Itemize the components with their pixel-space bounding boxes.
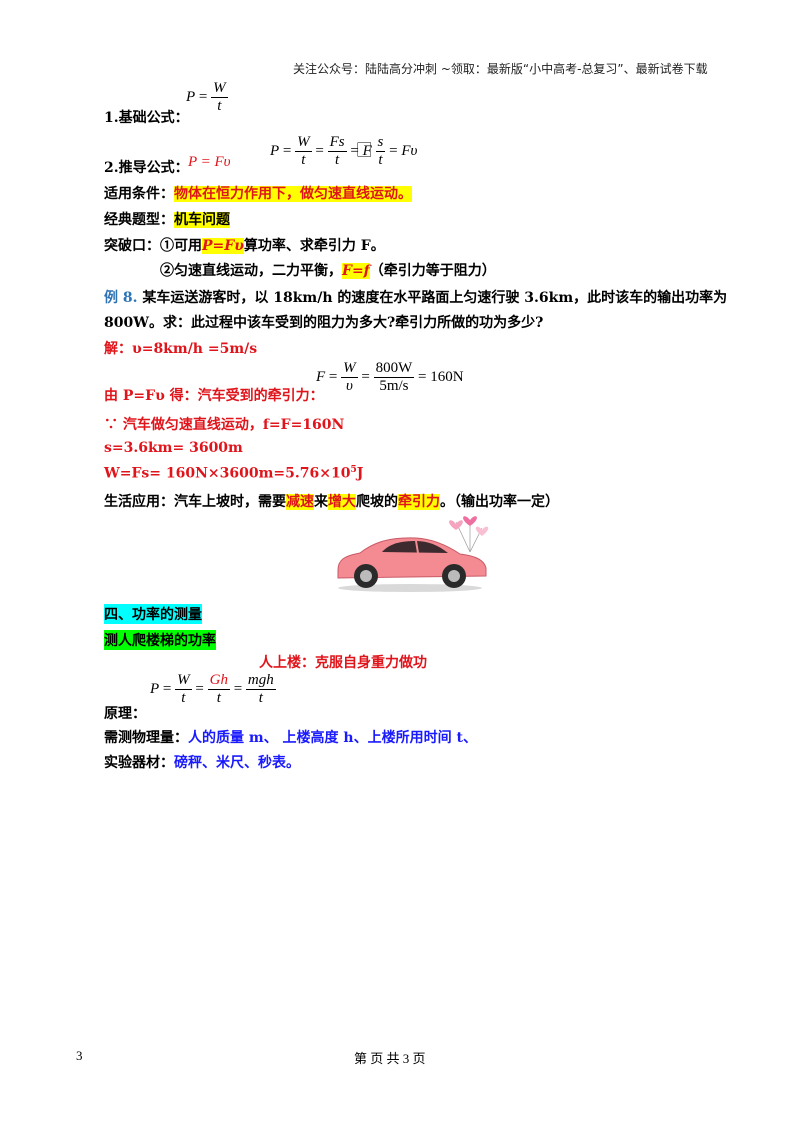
breakthrough-line-2: ②匀速直线运动，二力平衡，F=f（牵引力等于阻力） <box>160 263 496 279</box>
example-line-2: 800W。求：此过程中该车受到的阻力为多大?牵引力所做的功为多少? <box>104 315 544 331</box>
page-count: 第 页 共 3 页 <box>354 1051 426 1066</box>
example-line-1: 例 8. 某车运送游客时，以 18km/h 的速度在水平路面上匀速行驶 3.6k… <box>104 290 728 306</box>
solution-line-1: 解：υ=8km/h =5m/s <box>104 341 258 357</box>
classic-line: 经典题型：机车问题 <box>104 212 230 228</box>
quantities-line: 需测物理量：人的质量 m、 上楼高度 h、上楼所用时间 t、 <box>104 730 477 746</box>
solution-line-2: 由 P=Fυ 得：汽车受到的牵引力： <box>104 388 324 404</box>
derived-formula-chain: P = Wt = Fst = F⃞ st = Fυ <box>270 134 418 168</box>
derived-formula-red: P = Fυ <box>188 154 231 170</box>
solution-line-4: s=3.6km= 3600m <box>104 440 243 456</box>
section4-title: 四、功率的测量 <box>104 604 202 624</box>
breakthrough-line-1: 突破口：①可用P=Fυ算功率、求牵引力 F。 <box>104 238 385 254</box>
solution-line-5: W=Fs= 160N×3600m=5.76×105J <box>104 465 364 482</box>
page-number: 3 <box>76 1048 83 1063</box>
solution-line-3: ∵ 汽车做匀速直线运动，f=F=160N <box>104 417 345 433</box>
life-application-line: 生活应用：汽车上坡时，需要减速来增大爬坡的牵引力。（输出功率一定） <box>104 494 559 510</box>
derived-formula-label: 2.推导公式： <box>104 160 189 176</box>
page-header: 关注公众号：陆陆高分冲刺 ~领取：最新版“小中高考-总复习”、最新试卷下载 <box>293 62 708 76</box>
principle-label: 原理： <box>104 706 146 722</box>
stairs-title: 测人爬楼梯的功率 <box>104 630 216 650</box>
condition-line: 适用条件：物体在恒力作用下，做匀速直线运动。 <box>104 186 412 202</box>
basic-formula-label: 1.基础公式： <box>104 110 189 126</box>
car-with-balloons-image <box>337 516 489 592</box>
upstairs-heading: 人上楼：克服自身重力做功 <box>259 655 427 671</box>
equipment-line: 实验器材：磅秤、米尺、秒表。 <box>104 755 300 771</box>
